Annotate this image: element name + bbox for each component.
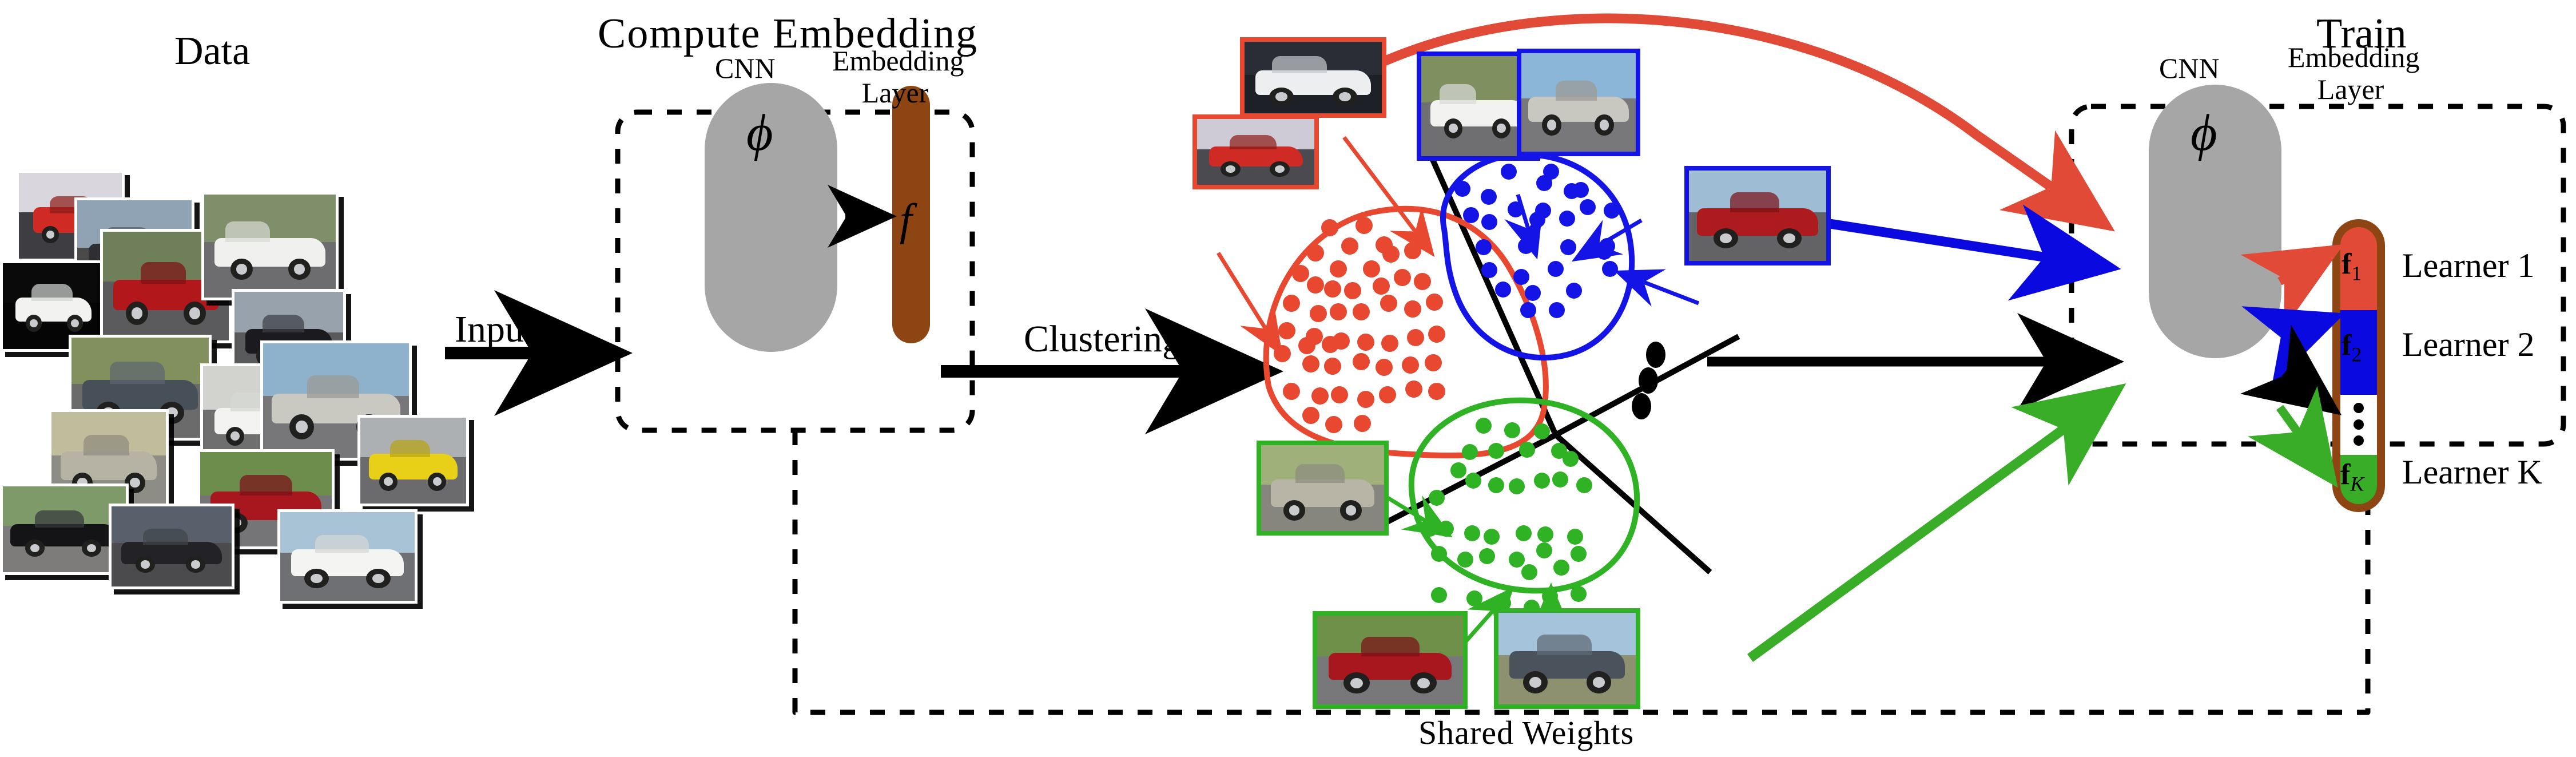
learner-k-symbol: fK	[2340, 458, 2364, 496]
blue-cluster-thumbnail	[1517, 49, 1640, 156]
blue-cluster-thumbnail	[1684, 166, 1831, 265]
learner-2-subscript: 2	[2351, 343, 2362, 366]
learner-k-subscript: K	[2350, 472, 2364, 496]
green-cluster-thumbnail	[1494, 608, 1640, 709]
cluster-ellipsis-dots	[1632, 342, 1665, 419]
learner-1-f: f	[2342, 248, 2352, 280]
f-symbol-embedding-left: f	[900, 195, 912, 244]
learner-k-label: Learner K	[2402, 453, 2542, 491]
learner-k-segment	[2340, 455, 2377, 504]
data-thumbnail	[201, 192, 339, 300]
train-box	[2069, 104, 2566, 447]
red-cluster-thumbnail	[1192, 114, 1319, 189]
train-internal-arrows	[2240, 244, 2346, 488]
page-title-data: Data	[174, 29, 251, 73]
blue-cluster-blob	[1440, 152, 1700, 361]
learner-1-subscript: 1	[2351, 261, 2362, 285]
cnn-label-right: CNN	[2159, 52, 2220, 84]
learner-2-label: Learner 2	[2402, 326, 2535, 363]
cnn-label-left: CNN	[715, 52, 776, 84]
embedding-bar-right	[2332, 219, 2385, 512]
learner-2-f: f	[2342, 329, 2352, 362]
learner-2-segment	[2340, 310, 2377, 395]
learner-1-symbol: f1	[2342, 247, 2362, 285]
data-thumbnail	[109, 504, 234, 589]
green-cluster-to-train-arrow	[1747, 383, 2126, 662]
phi-symbol-right: ϕ	[2191, 105, 2217, 161]
data-thumbnail	[0, 260, 109, 352]
data-thumbnail	[357, 415, 469, 506]
green-cluster-thumbnail	[1313, 611, 1468, 709]
red-cluster-thumbnail	[1240, 37, 1386, 118]
embedding-bar-left	[892, 86, 930, 343]
learner-k-f: f	[2340, 458, 2351, 491]
data-thumbnail	[277, 509, 418, 604]
embedding-layer-label-right: Embedding Layer	[2288, 41, 2420, 105]
clustering-arrow-label: Clustering	[1024, 318, 1181, 360]
cnn-capsule-left	[705, 83, 837, 352]
shared-weights-label: Shared Weights	[1418, 714, 1635, 751]
learner-1-label: Learner 1	[2402, 247, 2535, 284]
red-cluster-blob	[1217, 136, 1549, 459]
section-title-train: Train	[2316, 10, 2407, 57]
learner-1-segment	[2340, 227, 2377, 310]
data-thumbnail	[0, 483, 129, 575]
green-cluster-thumbnail	[1257, 441, 1389, 536]
section-title-compute-embedding: Compute Embedding	[598, 10, 978, 57]
embedding-layer-label-left: Embedding Layer	[832, 45, 964, 109]
input-arrow-label: Input	[455, 308, 535, 350]
learner-2-symbol: f2	[2342, 328, 2362, 366]
phi-symbol-left: ϕ	[746, 105, 773, 161]
